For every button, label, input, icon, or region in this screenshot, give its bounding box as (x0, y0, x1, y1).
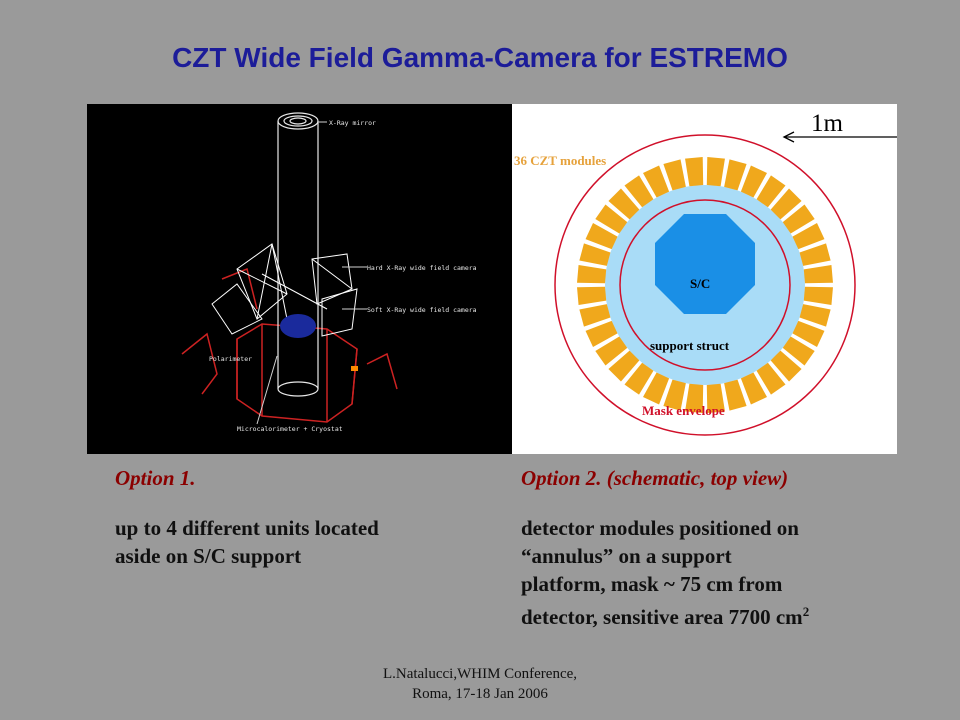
czt-module (799, 304, 831, 327)
czt-module (585, 223, 618, 250)
scale-label: 1m (811, 110, 844, 137)
czt-module (579, 243, 611, 266)
wireframe-drawing: X-Ray mirror Hard X-Ray wide field camer… (181, 112, 477, 433)
label-mask-envelope: Mask envelope (642, 403, 725, 418)
label-microcalorimeter: Microcalorimeter + Cryostat (237, 425, 343, 433)
czt-module (803, 265, 833, 284)
footer-line-1: L.Natalucci,WHIM Conference, (382, 666, 578, 682)
schematic-drawing: 1m 36 CZT modules S/C support struct Mas… (514, 110, 932, 436)
camera-core (280, 314, 316, 338)
czt-module (624, 362, 654, 395)
label-soft-camera: Soft X-Ray wide field camera (367, 306, 477, 314)
czt-module (803, 286, 833, 305)
czt-module (643, 372, 670, 405)
label-support-struct: support struct (650, 338, 730, 353)
superscript-2: 2 (802, 604, 810, 619)
option1-line-2: aside on S/C support (115, 544, 302, 568)
footer-line-2: Roma, 17-18 Jan 2006 (412, 686, 548, 702)
czt-module (792, 320, 825, 347)
option1-description: up to 4 different units located aside on… (115, 514, 379, 570)
option2-line-2: “annulus” on a support (521, 544, 732, 568)
czt-module (724, 379, 747, 411)
sc-octagon (655, 214, 755, 314)
czt-module (770, 350, 802, 382)
czt-module (782, 336, 815, 366)
mask-envelope-circle (554, 134, 856, 436)
czt-module (663, 159, 686, 191)
callout-lines (256, 121, 367, 425)
option1-line-1: up to 4 different units located (115, 516, 379, 540)
option2-caption: Option 2. (schematic, top view) (521, 466, 789, 490)
label-hard-camera: Hard X-Ray wide field camera (367, 264, 477, 272)
czt-module (740, 372, 767, 405)
option2-line-4-text: detector, sensitive area 7700 cm (521, 605, 803, 629)
czt-module (579, 304, 611, 327)
czt-modules (577, 157, 833, 413)
czt-module (706, 383, 725, 413)
cryostat-outline (181, 267, 398, 423)
czt-module (756, 175, 786, 208)
czt-module (624, 175, 654, 208)
czt-module (595, 336, 628, 366)
polarimeter-marker (351, 366, 358, 371)
czt-module (792, 223, 825, 250)
czt-module (799, 243, 831, 266)
czt-module (577, 265, 607, 284)
label-czt-modules: 36 CZT modules (514, 153, 606, 168)
czt-module (770, 188, 802, 220)
option2-line-4: detector, sensitive area 7700 cm2 (521, 598, 809, 631)
label-xray-mirror: X-Ray mirror (329, 119, 376, 127)
czt-module (577, 286, 607, 305)
mirror-tube (277, 112, 319, 397)
option1-caption: Option 1. (115, 466, 196, 490)
czt-module (595, 204, 628, 234)
czt-module (585, 320, 618, 347)
wireframe-figure: X-Ray mirror Hard X-Ray wide field camer… (87, 104, 512, 454)
czt-module (706, 157, 725, 187)
option2-line-1: detector modules positioned on (521, 516, 799, 540)
czt-module (724, 159, 747, 191)
czt-module (740, 165, 767, 198)
slide-title: CZT Wide Field Gamma-Camera for ESTREMO (172, 42, 788, 73)
czt-module (608, 350, 640, 382)
option2-line-3: platform, mask ~ 75 cm from (521, 572, 783, 596)
support-circle (619, 199, 791, 371)
label-polarimeter: Polarimeter (209, 355, 252, 363)
czt-module (663, 379, 686, 411)
label-sc: S/C (690, 276, 710, 291)
option2-description: detector modules positioned on “annulus”… (521, 514, 809, 631)
czt-module (782, 204, 815, 234)
camera-wireframes (211, 243, 358, 337)
footer: L.Natalucci,WHIM Conference, Roma, 17-18… (0, 664, 960, 704)
czt-module (608, 188, 640, 220)
schematic-figure: 1m 36 CZT modules S/C support struct Mas… (512, 104, 932, 454)
czt-module (685, 383, 704, 413)
czt-module (685, 157, 704, 187)
czt-module (643, 165, 670, 198)
czt-module (756, 362, 786, 395)
